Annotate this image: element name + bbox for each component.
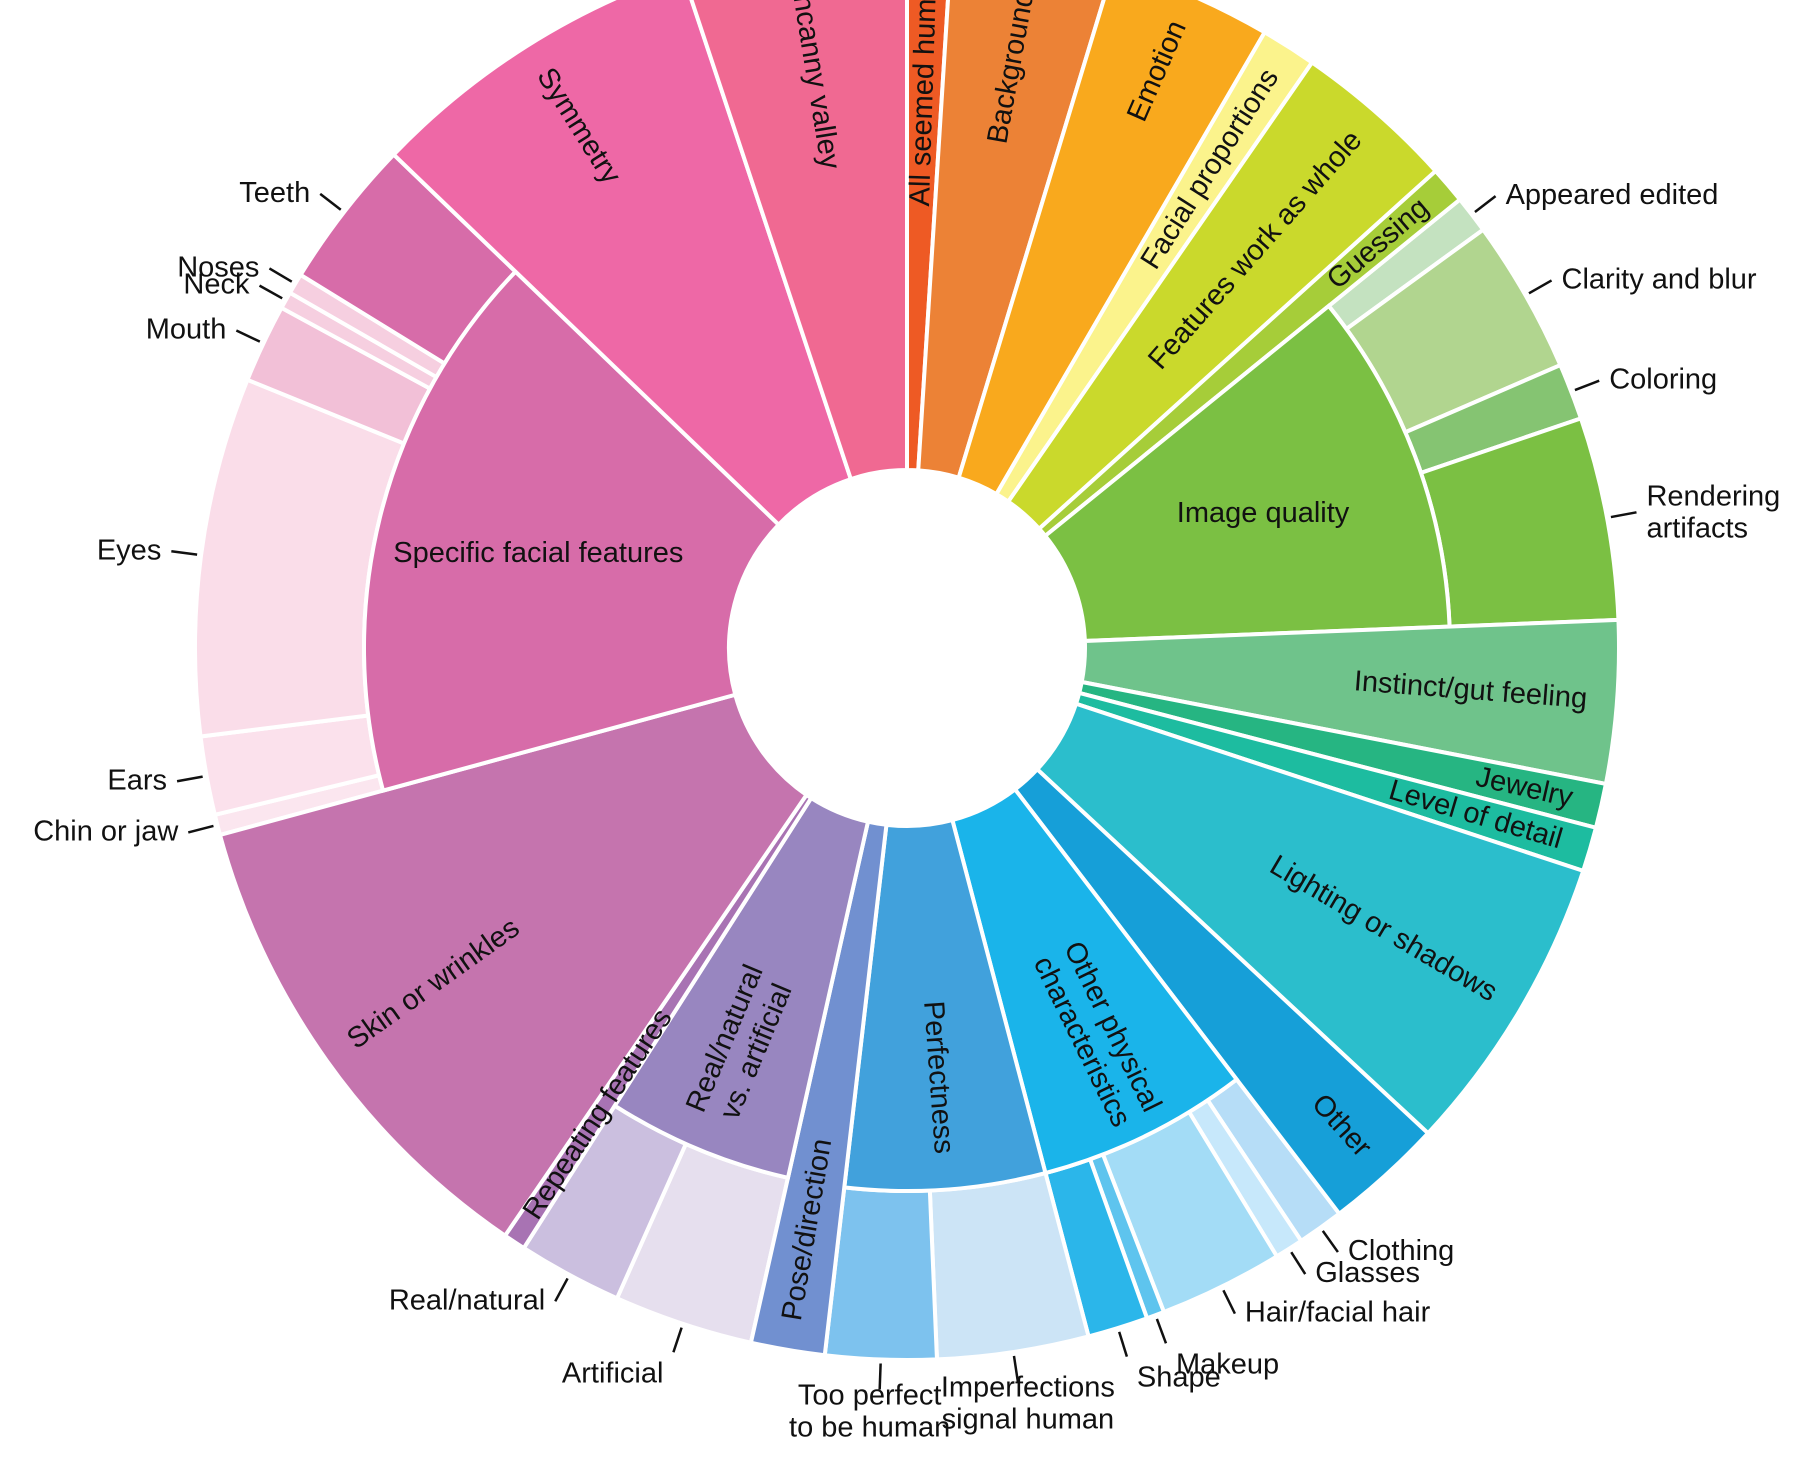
outer-label-hair-facial-hair: Hair/facial hair xyxy=(1245,1296,1431,1328)
leader-ears xyxy=(176,775,203,783)
leader-eyes xyxy=(171,550,198,556)
inner-slice-image-quality xyxy=(1042,303,1452,644)
inner-slice-perfectness xyxy=(842,817,1048,1193)
outer-label-clothing: Clothing xyxy=(1348,1235,1454,1267)
leader-shape xyxy=(1117,1331,1129,1358)
outer-label-teeth: Teeth xyxy=(239,177,310,209)
inner-slice-backgrounds xyxy=(916,0,1106,481)
outer-label-eyes: Eyes xyxy=(97,534,161,566)
inner-slice-uncanny-valley xyxy=(689,0,909,482)
leader-noses xyxy=(268,267,293,283)
outer-label-ears: Ears xyxy=(107,764,167,796)
inner-label-image-quality: Image quality xyxy=(1177,496,1350,528)
leader-mouth xyxy=(235,329,261,343)
leader-hair-facial-hair xyxy=(1222,1289,1237,1315)
outer-label-noses: Noses xyxy=(177,251,259,283)
leader-glasses xyxy=(1290,1251,1307,1275)
outer-label-clarity-and-blur: Clarity and blur xyxy=(1562,263,1757,295)
outer-label-coloring: Coloring xyxy=(1609,363,1717,395)
leader-neck xyxy=(258,284,283,300)
leader-clarity-and-blur xyxy=(1528,279,1553,295)
inner-label-all-seemed-human: All seemed human xyxy=(904,0,944,207)
outer-label-mouth: Mouth xyxy=(146,313,227,345)
outer-label-neck: Neck xyxy=(183,268,250,300)
inner-slice-other-physical-characteristics xyxy=(949,786,1240,1176)
outer-label-appeared-edited: Appeared edited xyxy=(1506,179,1719,211)
leader-coloring xyxy=(1574,379,1600,392)
leader-teeth xyxy=(319,192,342,211)
inner-slice-skin-or-wrinkles xyxy=(217,692,810,1239)
outer-label-makeup: Makeup xyxy=(1176,1348,1279,1380)
inner-slice-other xyxy=(1012,766,1431,1217)
leader-rendering-artifacts xyxy=(1610,511,1637,519)
outer-label-artificial: Artificial xyxy=(562,1357,664,1389)
inner-slice-symmetry xyxy=(390,0,854,528)
outer-label-glasses: Glasses xyxy=(1315,1257,1420,1289)
outer-label-chin-or-jaw: Chin or jaw xyxy=(33,815,179,847)
inner-label-specific-facial-features: Specific facial features xyxy=(393,537,683,569)
leader-makeup xyxy=(1155,1318,1168,1344)
leader-appeared-edited xyxy=(1474,195,1497,213)
leader-chin-or-jaw xyxy=(187,824,214,834)
outer-label-real-natural: Real/natural xyxy=(389,1284,545,1316)
inner-slice-lighting-or-shadows xyxy=(1034,701,1586,1137)
leader-clothing xyxy=(1321,1230,1339,1253)
inner-slice-specific-facial-features xyxy=(362,268,782,794)
leader-real-natural xyxy=(554,1277,569,1302)
outer-label-shape: Shape xyxy=(1137,1361,1221,1393)
leader-imperfections-signal-human xyxy=(1012,1355,1020,1382)
leader-artificial xyxy=(672,1327,683,1353)
leader-too-perfect-to-be-human xyxy=(878,1363,882,1390)
